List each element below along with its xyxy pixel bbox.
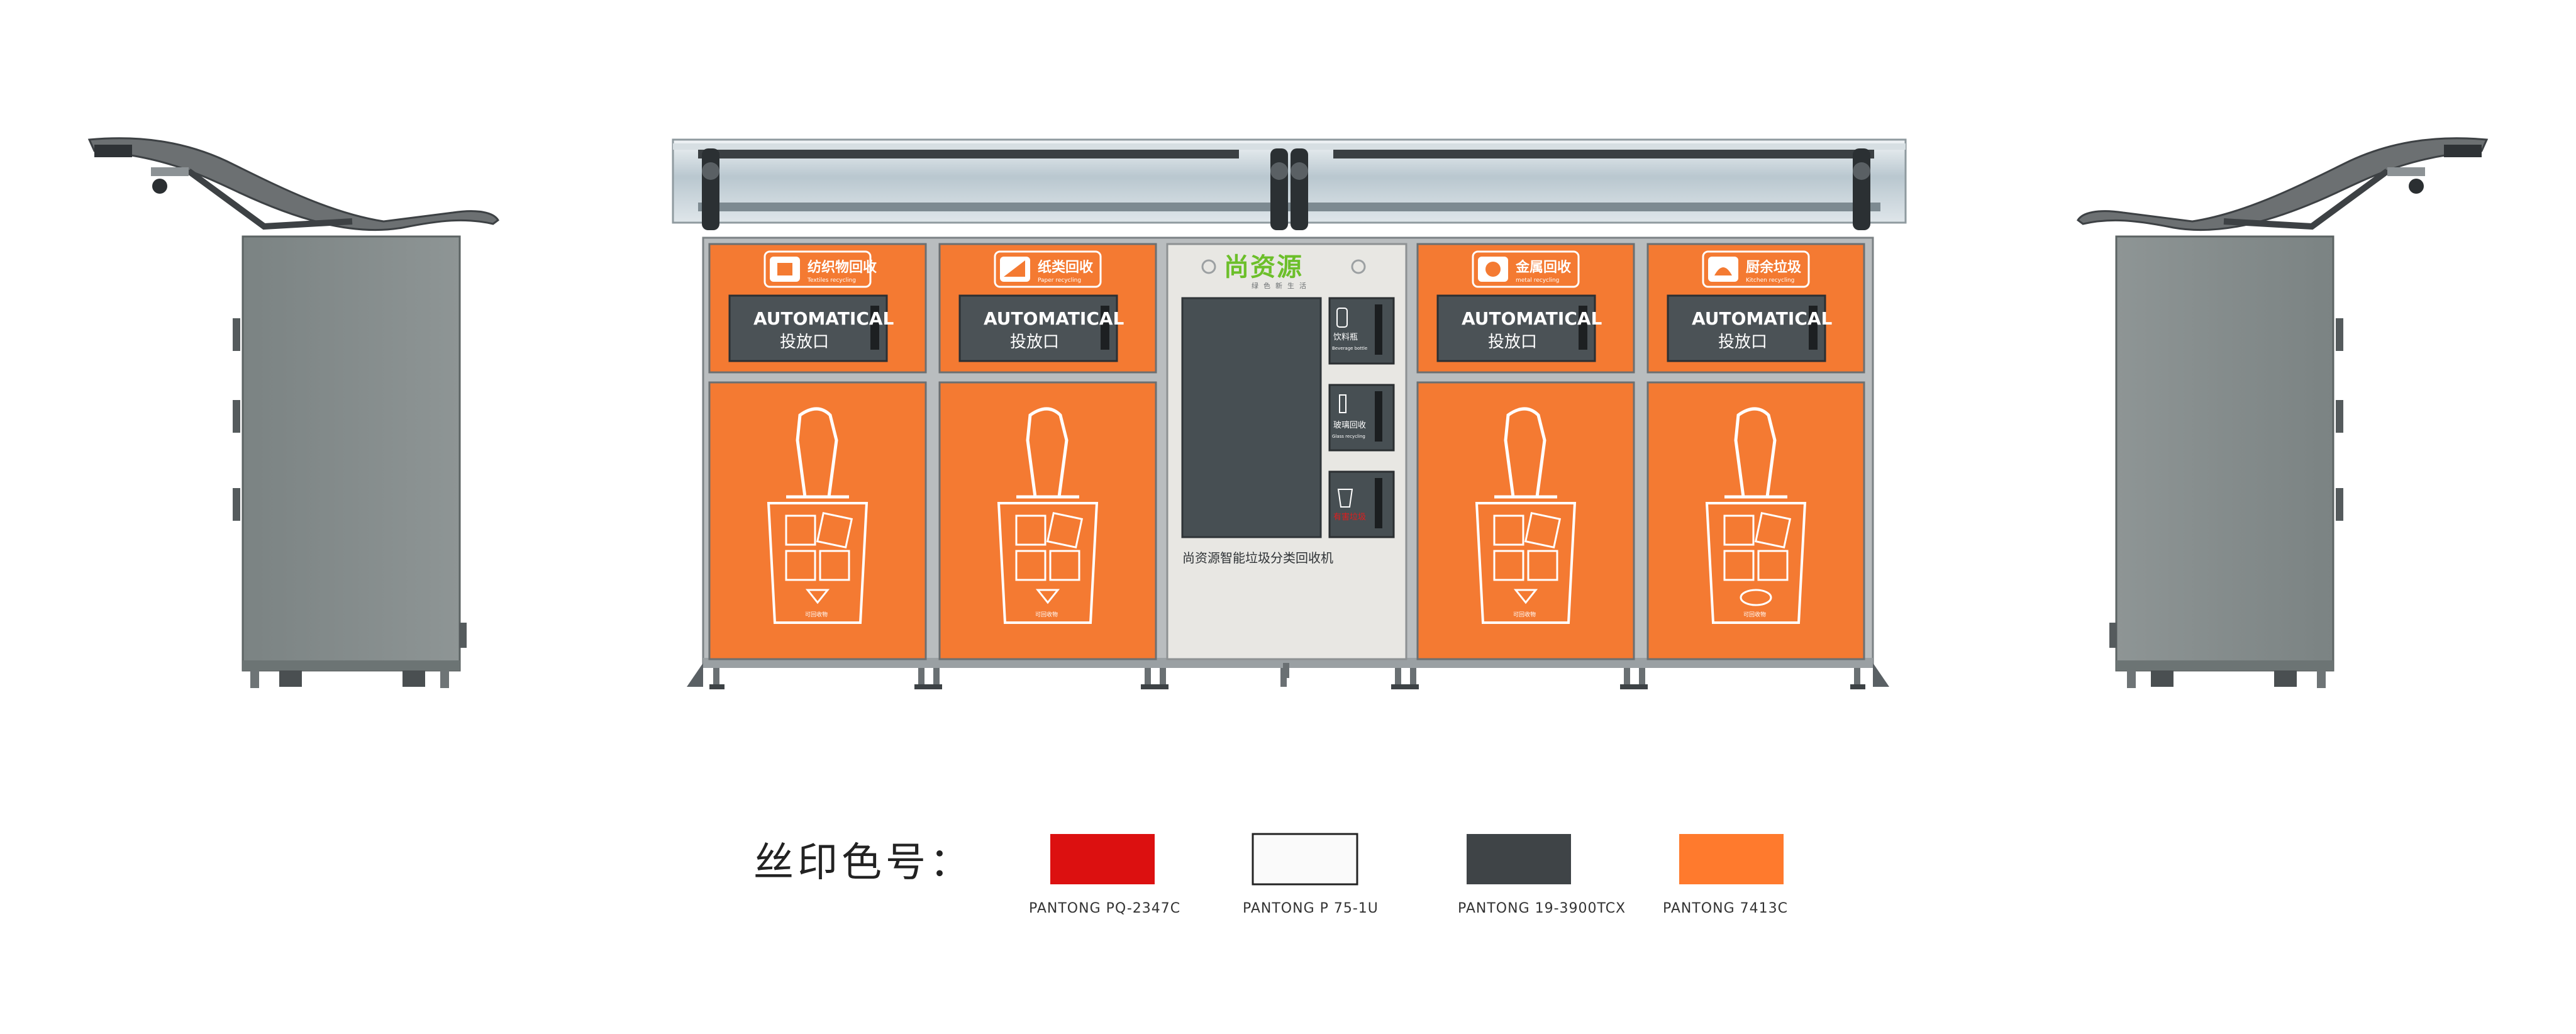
color-legend: [1050, 833, 1784, 886]
bin-3-footer: 可回收物: [1513, 611, 1536, 618]
center-caption: 尚资源智能垃圾分类回收机: [1182, 550, 1333, 565]
bin-2-slot-cn: 投放口: [1010, 333, 1059, 352]
mascot: [786, 407, 849, 499]
left-canopy-strut: [187, 168, 353, 230]
left-side-base: [243, 660, 460, 670]
kiosk-screen: [1181, 297, 1322, 538]
bin-4-footer: 可回收物: [1743, 611, 1766, 618]
bin-1-tag-en: Textiles recycling: [807, 277, 856, 284]
center-slot-1-en: Beverage bottle: [1332, 346, 1367, 351]
bin-2-tag-en: Paper recycling: [1038, 277, 1081, 284]
swatch-label-dark-gray: PANTONG 19-3900TCX: [1458, 901, 1626, 916]
swatch-label-orange: PANTONG 7413C: [1663, 901, 1788, 916]
swatch-dark-gray: [1467, 834, 1571, 884]
bin-2: [938, 243, 1157, 660]
left-side-body: [242, 235, 461, 672]
bin-1-slot-cn: 投放口: [780, 333, 829, 352]
bin-4-tag-cn: 厨余垃圾: [1746, 259, 1802, 275]
left-camera-arm: [151, 167, 189, 176]
svg-text:尚资源: 尚资源: [1224, 253, 1303, 282]
bin-2-footer: 可回收物: [1035, 611, 1058, 618]
center-slot-1-cn: 饮料瓶: [1333, 333, 1358, 342]
bin-1-tag-cn: 纺织物回收: [808, 259, 877, 275]
bin-3-tag-en: metal recycling: [1516, 277, 1559, 284]
left-camera-bracket: [94, 145, 132, 157]
bin-4-tag-en: Kitchen recycling: [1746, 277, 1794, 284]
bin-3-tag-cn: 金属回收: [1515, 259, 1571, 275]
swatch-label-white: PANTONG P 75-1U: [1243, 901, 1379, 916]
bin-4-slot-en: AUTOMATICAL: [1692, 308, 1833, 329]
bin-1-slot-en: AUTOMATICAL: [753, 308, 894, 329]
center-brand-sub: 绿色新生活: [1252, 281, 1311, 290]
bin-4-slot-cn: 投放口: [1718, 333, 1767, 352]
bin-1-footer: 可回收物: [805, 611, 828, 618]
front-view: 尚资源: [672, 138, 1907, 689]
swatch-label-red: PANTONG PQ-2347C: [1029, 901, 1181, 916]
bin-2-slot-en: AUTOMATICAL: [984, 308, 1124, 329]
left-camera: [152, 179, 167, 194]
center-slot-2-en: Glass recycling: [1332, 434, 1365, 439]
swatch-white: [1252, 833, 1358, 886]
right-side-view: [2077, 137, 2489, 688]
bin-1: [708, 243, 927, 660]
bin-3: [1416, 243, 1635, 660]
left-canopy-arm: [87, 137, 499, 231]
swatch-red: [1050, 834, 1155, 884]
center-kiosk: 尚资源: [1166, 243, 1407, 678]
center-slot-3-cn: 有害垃圾: [1333, 512, 1366, 522]
center-slot-2-cn: 玻璃回收: [1333, 421, 1366, 430]
legend-title: 丝印色号：: [753, 840, 974, 886]
bin-3-slot-cn: 投放口: [1488, 333, 1537, 352]
left-side-view: [87, 137, 499, 688]
bin-2-tag-cn: 纸类回收: [1038, 259, 1093, 275]
bin-4: [1646, 243, 1865, 660]
bin-3-slot-en: AUTOMATICAL: [1462, 308, 1602, 329]
swatch-orange: [1679, 834, 1784, 884]
